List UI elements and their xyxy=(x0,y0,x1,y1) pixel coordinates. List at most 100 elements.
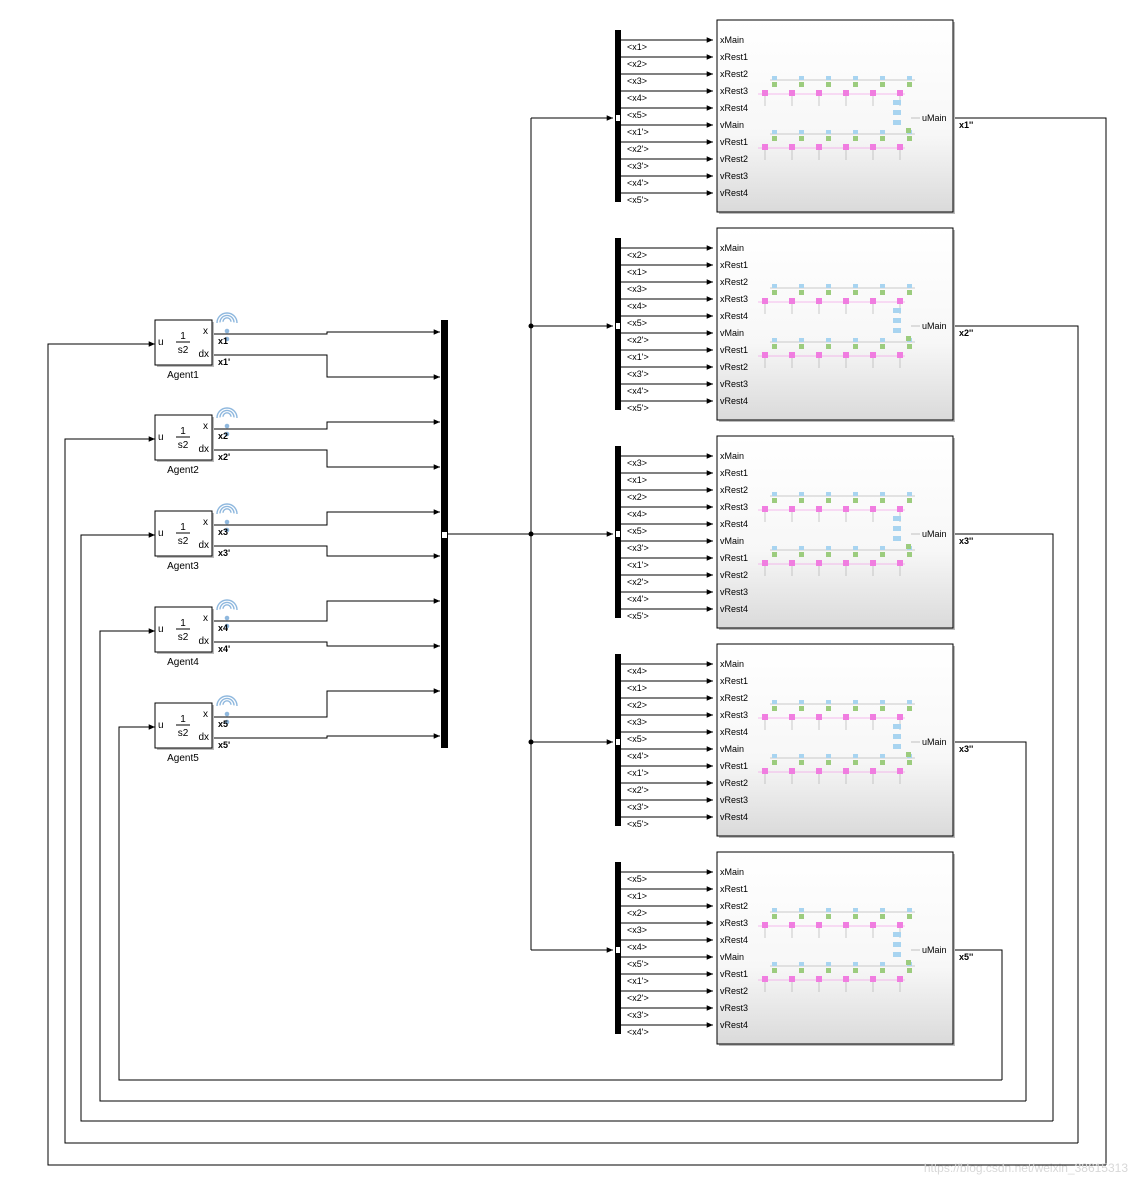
wifi-arc xyxy=(216,503,238,515)
thumb-gain xyxy=(789,922,795,928)
subsystem-body[interactable] xyxy=(716,643,954,837)
subsystem-input-port: xRest2 xyxy=(720,485,748,495)
thumb-sum xyxy=(880,82,885,87)
controller-subsystem-1[interactable]: <x1>xMain<x2>xRest1<x3>xRest2<x4>xRest3<… xyxy=(615,19,973,214)
thumb-block xyxy=(772,492,777,496)
wifi-dot xyxy=(224,527,230,533)
selector-output-label: <x5'> xyxy=(627,195,649,205)
agent-name: Agent2 xyxy=(167,465,199,476)
controller-subsystem-2[interactable]: <x2>xMain<x1>xRest1<x3>xRest2<x4>xRest3<… xyxy=(615,227,973,422)
subsystem-body[interactable] xyxy=(716,227,954,421)
subsystem-input-port: xRest1 xyxy=(720,52,748,62)
thumb-sum xyxy=(853,498,858,503)
thumb-gain xyxy=(789,298,795,304)
selector-output-label: <x2> xyxy=(627,250,647,260)
selector-port-marker xyxy=(616,947,620,953)
output-line xyxy=(953,117,1107,1165)
thumb-sum xyxy=(906,544,911,549)
selector-output-label: <x2'> xyxy=(627,993,649,1003)
thumb-gain xyxy=(816,352,822,358)
thumb-gain xyxy=(870,976,876,982)
thumb-sum xyxy=(799,968,804,973)
thumb-gain xyxy=(897,506,903,512)
thumb-sum xyxy=(906,128,911,133)
thumb-block xyxy=(893,942,901,947)
signal-label: x5 xyxy=(218,719,228,729)
thumb-sum xyxy=(907,760,912,765)
thumb-sum xyxy=(880,552,885,557)
thumb-block xyxy=(880,754,885,758)
branch-point xyxy=(528,323,534,329)
thumb-block xyxy=(907,908,912,912)
wifi-dot xyxy=(224,623,230,629)
controller-subsystem-4[interactable]: <x4>xMain<x1>xRest1<x2>xRest2<x3>xRest3<… xyxy=(615,643,973,838)
thumb-sum xyxy=(853,82,858,87)
transfer-denominator: s2 xyxy=(178,728,189,739)
thumb-sum xyxy=(907,914,912,919)
thumb-sum xyxy=(826,136,831,141)
thumb-sum xyxy=(826,914,831,919)
thumb-block xyxy=(907,700,912,704)
thumb-sum xyxy=(853,706,858,711)
selector-output-label: <x1> xyxy=(627,891,647,901)
thumb-sum xyxy=(772,290,777,295)
controller-subsystem-3[interactable]: <x3>xMain<x1>xRest1<x2>xRest2<x4>xRest3<… xyxy=(615,435,973,630)
selector-output-label: <x4> xyxy=(627,942,647,952)
output-line xyxy=(953,949,1003,1080)
thumb-gain xyxy=(762,352,768,358)
thumb-sum xyxy=(880,136,885,141)
agent-input-port: u xyxy=(158,528,164,539)
subsystem-body[interactable] xyxy=(716,19,954,213)
thumb-gain xyxy=(897,922,903,928)
agent-output-x: x xyxy=(203,326,208,337)
subsystem-input-port: xRest1 xyxy=(720,676,748,686)
agent-output-x: x xyxy=(203,421,208,432)
selector-output-label: <x3'> xyxy=(627,369,649,379)
thumb-sum xyxy=(772,552,777,557)
selector-output-label: <x1'> xyxy=(627,352,649,362)
thumb-block xyxy=(893,536,901,541)
subsystem-body[interactable] xyxy=(716,851,954,1045)
output-signal-label: x3'' xyxy=(959,744,973,754)
subsystem-input-port: xRest3 xyxy=(720,502,748,512)
thumb-sum xyxy=(826,290,831,295)
thumb-gain xyxy=(762,298,768,304)
thumb-sum xyxy=(906,336,911,341)
thumb-gain xyxy=(816,506,822,512)
thumb-block xyxy=(799,908,804,912)
wifi-dot xyxy=(224,615,230,621)
thumb-gain xyxy=(870,298,876,304)
inner-schematic-thumbnail xyxy=(758,492,920,576)
subsystem-input-port: xRest2 xyxy=(720,277,748,287)
output-signal-label: x1'' xyxy=(959,120,973,130)
thumb-block xyxy=(853,754,858,758)
controller-subsystem-5[interactable]: <x5>xMain<x1>xRest1<x2>xRest2<x3>xRest3<… xyxy=(615,851,973,1046)
thumb-block xyxy=(907,284,912,288)
thumb-block xyxy=(826,338,831,342)
thumb-sum xyxy=(907,344,912,349)
thumb-block xyxy=(826,492,831,496)
thumb-gain xyxy=(897,144,903,150)
thumb-sum xyxy=(853,914,858,919)
selector-output-label: <x5> xyxy=(627,318,647,328)
thumb-block xyxy=(893,526,901,531)
thumb-gain xyxy=(843,352,849,358)
thumb-gain xyxy=(843,768,849,774)
subsystem-body[interactable] xyxy=(716,435,954,629)
thumb-block xyxy=(853,338,858,342)
thumb-gain xyxy=(789,976,795,982)
signal-label: x4 xyxy=(218,623,228,633)
subsystem-input-port: xRest4 xyxy=(720,311,748,321)
thumb-sum xyxy=(772,82,777,87)
wifi-dot xyxy=(224,719,230,725)
transfer-numerator: 1 xyxy=(180,331,186,342)
wifi-dot xyxy=(224,711,230,717)
thumb-block xyxy=(772,546,777,550)
transfer-numerator: 1 xyxy=(180,714,186,725)
wifi-icon xyxy=(216,407,238,437)
